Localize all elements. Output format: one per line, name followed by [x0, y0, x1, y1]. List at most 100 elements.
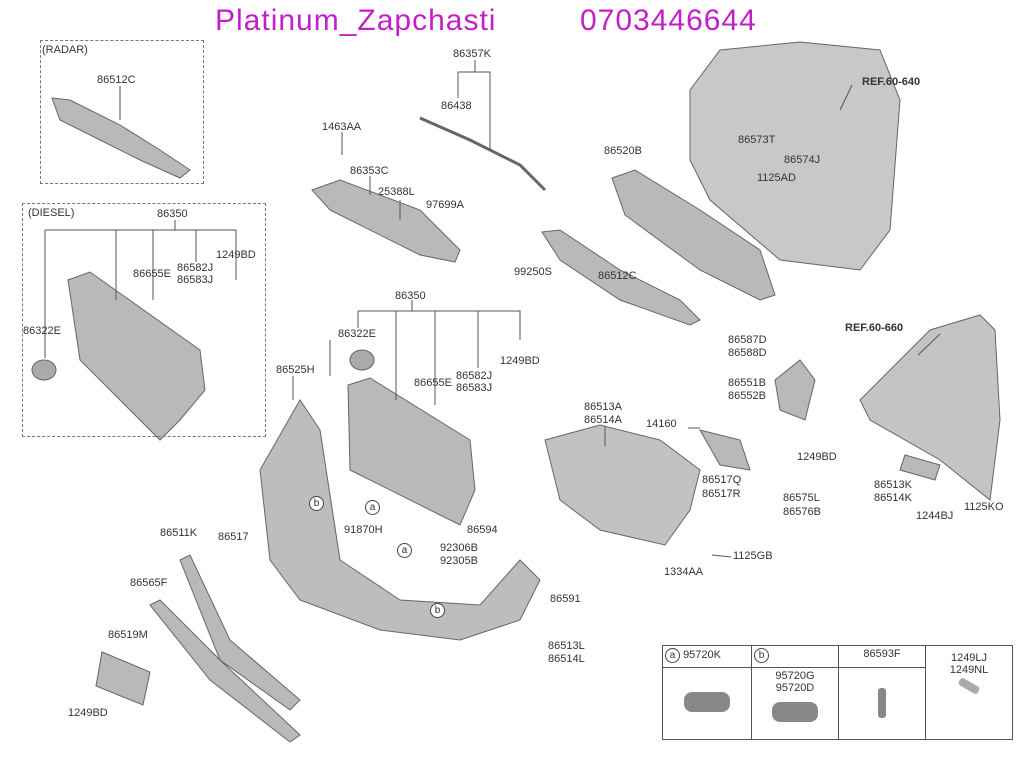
- part-label: 86512C: [598, 270, 637, 282]
- part-label: 86583J: [456, 382, 493, 394]
- part-label: 86350: [395, 290, 426, 302]
- part-label: 1249LJ: [950, 652, 988, 664]
- part-label: 1125AD: [757, 172, 796, 184]
- part-label: 92305B: [440, 555, 478, 567]
- radar-group-box: [40, 40, 204, 184]
- part-label: 86511K: [160, 527, 198, 539]
- plate-bracket-86519M: [95, 651, 151, 706]
- part-label: 95720D: [775, 682, 815, 694]
- part-label: 86583J: [177, 274, 214, 286]
- reference-label: REF.60-660: [845, 322, 904, 334]
- sensor-icon: [772, 702, 818, 722]
- part-label: 92306B: [440, 542, 478, 554]
- part-label: 1249BD: [797, 451, 837, 463]
- part-label: 86322E: [338, 328, 376, 340]
- part-label: 86575L: [783, 492, 820, 504]
- part-label: 86350: [157, 208, 188, 220]
- part-label: 1249BD: [216, 249, 256, 261]
- part-label: 86513A: [584, 401, 622, 413]
- part-label: 86582J: [177, 262, 214, 274]
- part-label: 86591: [550, 593, 581, 605]
- watermark-line-2: 0703446644: [580, 4, 757, 37]
- diesel-group-box: [22, 203, 266, 437]
- part-label: 86552B: [728, 390, 766, 402]
- part-label: 1249BD: [68, 707, 108, 719]
- part-label: 86593F: [863, 648, 901, 660]
- part-label: 86551B: [728, 377, 766, 389]
- bumper-cover: [259, 399, 541, 641]
- radar-grille-insert: [51, 97, 191, 179]
- energy-absorber-86520B: [611, 169, 776, 301]
- fender: [859, 314, 1001, 501]
- callout-b: b: [430, 603, 445, 618]
- part-label: 86517Q: [702, 474, 742, 486]
- part-label: 1249BD: [500, 355, 540, 367]
- part-label: 14160: [646, 418, 677, 430]
- part-label: 86517R: [702, 488, 741, 500]
- part-label: 91870H: [344, 524, 383, 536]
- part-label: 86353C: [350, 165, 389, 177]
- screw-icon: [957, 677, 981, 695]
- bracket-86517Q: [698, 429, 751, 471]
- part-label: 86514L: [548, 653, 585, 665]
- part-label: 86514K: [874, 492, 912, 504]
- part-label: 1249NL: [949, 664, 989, 676]
- part-label: 1125GB: [733, 550, 773, 562]
- part-label: 86587D: [728, 334, 767, 346]
- callout-a: a: [365, 500, 380, 515]
- part-label: 86525H: [276, 364, 315, 376]
- part-label: 86517: [218, 531, 249, 543]
- part-label: 86655E: [414, 377, 452, 389]
- part-label: 1125KO: [964, 501, 1004, 513]
- part-label: 86594: [467, 524, 498, 536]
- part-label: 1244BJ: [916, 510, 954, 522]
- moulding-86357K: [419, 116, 547, 192]
- reference-label: REF.60-640: [862, 76, 921, 88]
- diesel-group-label: (DIESEL): [28, 207, 75, 219]
- part-label: 86438: [441, 100, 472, 112]
- part-label: 86520B: [604, 145, 642, 157]
- callout-b: b: [309, 496, 324, 511]
- part-label: 86513L: [548, 640, 585, 652]
- callout-a: a: [665, 648, 680, 663]
- part-label: 99250S: [514, 266, 552, 278]
- part-label: 86357K: [453, 48, 491, 60]
- part-label: 86573T: [738, 134, 776, 146]
- watermark-line-1: Platinum_Zapchasti: [215, 4, 497, 37]
- part-label: 86574J: [784, 154, 821, 166]
- part-label: 86322E: [23, 325, 61, 337]
- bolt-icon: [878, 688, 886, 718]
- radiator-support: [689, 41, 901, 271]
- part-label: 86513K: [874, 479, 912, 491]
- sensor-icon: [684, 692, 730, 712]
- radar-insert-86512C: [541, 229, 701, 326]
- part-label: 86514A: [584, 414, 622, 426]
- part-label: 95720K: [683, 649, 721, 661]
- bracket-86575L: [774, 359, 816, 421]
- side-bumper-86513A: [544, 424, 701, 546]
- part-label: 97699A: [426, 199, 464, 211]
- part-label: 86588D: [728, 347, 767, 359]
- callout-a: a: [397, 543, 412, 558]
- diesel-emblem: [31, 359, 57, 381]
- part-label: 86655E: [133, 268, 171, 280]
- part-label: 1334AA: [664, 566, 704, 578]
- radar-group-label: (RADAR): [42, 44, 88, 56]
- part-label: 25388L: [378, 186, 415, 198]
- part-label: 95720G: [775, 670, 815, 682]
- strip-86565F: [149, 599, 301, 743]
- emblem: [349, 349, 375, 371]
- callout-b: b: [754, 648, 769, 663]
- part-label: 86512C: [97, 74, 136, 86]
- grille-cover-86353C: [311, 179, 461, 263]
- part-label: 86582J: [456, 370, 493, 382]
- part-label: 86519M: [108, 629, 148, 641]
- part-label: 86565F: [130, 577, 168, 589]
- diesel-grille: [67, 271, 206, 441]
- grille-86513K: [899, 454, 941, 481]
- leader-lines: [44, 60, 941, 558]
- part-label: 1463AA: [322, 121, 362, 133]
- front-grille: [347, 377, 476, 526]
